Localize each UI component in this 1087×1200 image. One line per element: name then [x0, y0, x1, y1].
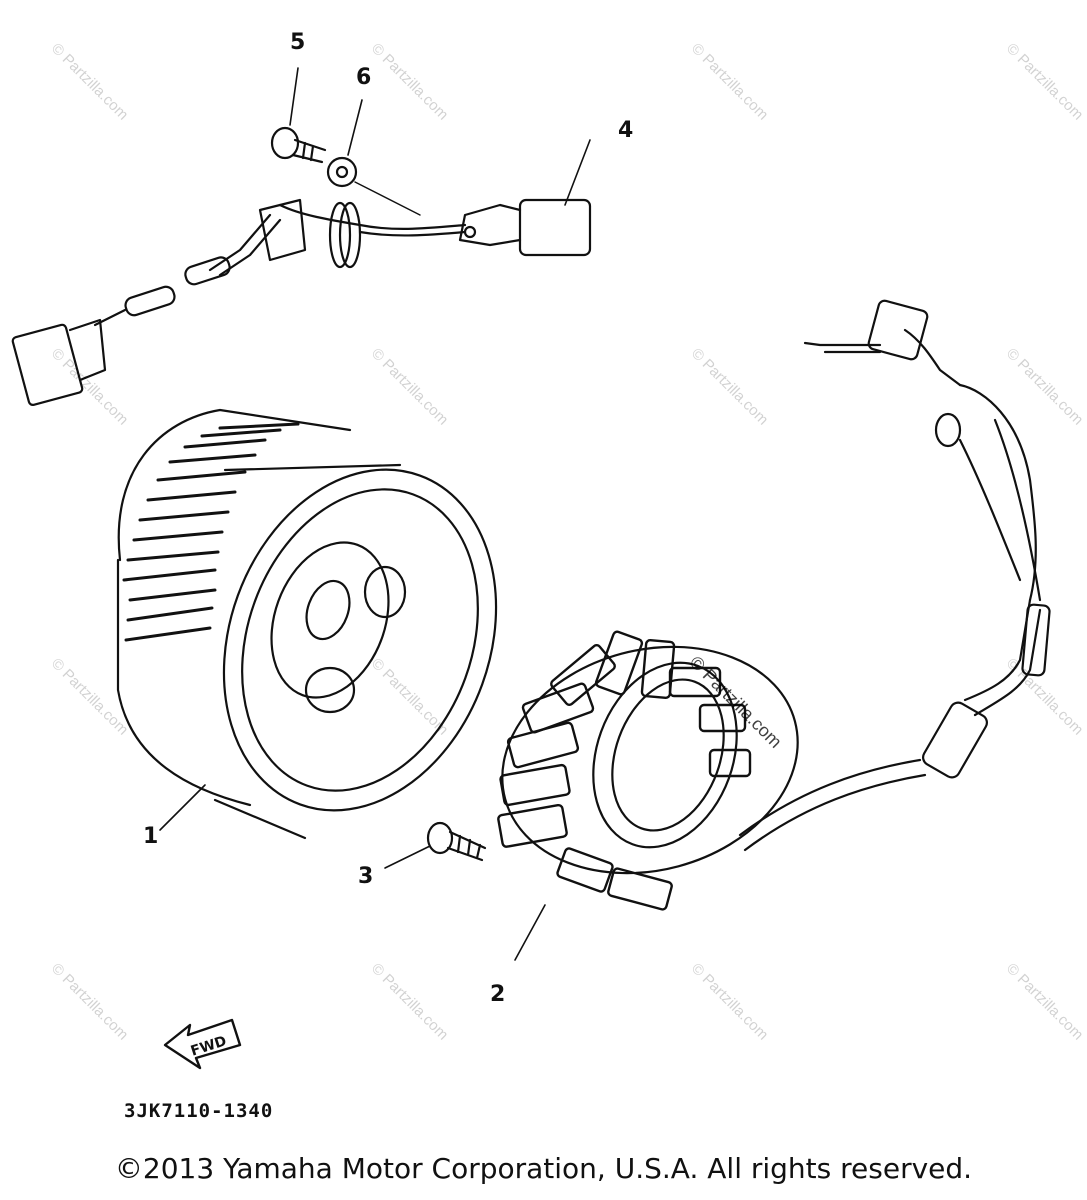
callout-6: 6	[356, 65, 372, 90]
callout-3: 3	[358, 864, 374, 889]
pickup-coil-part-4	[11, 139, 592, 406]
stator-harness	[738, 299, 1051, 852]
bolt-part-5	[270, 67, 327, 164]
screw-part-3	[384, 821, 487, 869]
copyright-notice: ©2013 Yamaha Motor Corporation, U.S.A. A…	[114, 1152, 973, 1185]
callout-1: 1	[143, 824, 159, 849]
diagram-code: 3JK7110-1340	[124, 1100, 274, 1122]
rotor-assembly	[116, 408, 498, 840]
fwd-arrow-icon	[163, 1018, 242, 1070]
washer-part-6	[326, 99, 421, 216]
callout-2: 2	[490, 982, 506, 1007]
fwd-label: FWD	[189, 1033, 229, 1060]
callout-5: 5	[290, 30, 306, 55]
stator-assembly	[497, 630, 799, 961]
callout-4: 4	[618, 118, 634, 143]
